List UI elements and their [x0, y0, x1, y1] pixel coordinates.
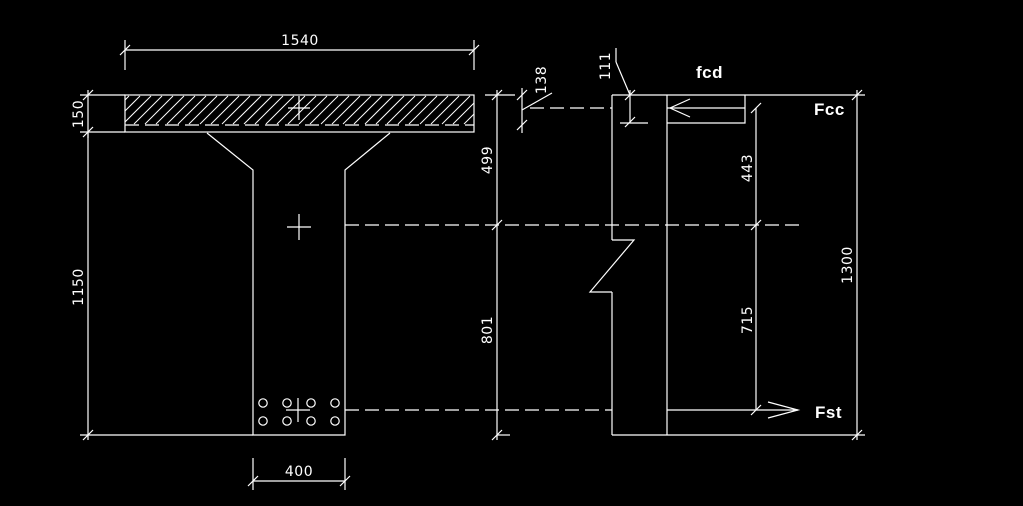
dim-total-height-text: 1300	[840, 246, 856, 284]
dim-depth-to-na-text: 499	[480, 146, 496, 174]
hatch-line	[331, 95, 361, 125]
hatch-line	[463, 113, 475, 125]
hatch-line	[133, 95, 163, 125]
dim-height-below-flange	[80, 132, 253, 441]
dim-compression-block-text: 138	[534, 66, 550, 94]
dim-flange-thickness-text: 150	[71, 100, 87, 128]
dim-top-width-text: 1540	[281, 33, 319, 49]
rebar	[258, 398, 268, 408]
hatch-line	[144, 95, 174, 125]
hatch-line	[287, 95, 317, 125]
dim-compression-block	[516, 88, 553, 133]
dim-depth-below-na-text: 801	[480, 316, 496, 344]
hatch-line	[386, 95, 416, 125]
hatch-line	[188, 95, 218, 125]
hatch-line	[309, 95, 339, 125]
rebar	[330, 398, 340, 408]
label-fcd: fcd	[696, 63, 723, 82]
rebar	[282, 416, 292, 426]
hatch-line	[243, 95, 273, 125]
fst-arrow	[667, 401, 801, 419]
hatch-line	[452, 102, 475, 125]
hatch-line	[124, 95, 152, 123]
web-outline	[206, 132, 391, 436]
dim-web-width-text: 400	[285, 464, 313, 480]
dim-top-width	[119, 40, 480, 70]
hatch-line	[276, 95, 306, 125]
hatch-line	[298, 95, 328, 125]
hatch-line	[177, 95, 207, 125]
hatch-line	[342, 95, 372, 125]
hatch-line	[320, 95, 350, 125]
hatch-line	[155, 95, 185, 125]
rebar	[330, 416, 340, 426]
hatch-line	[232, 95, 262, 125]
hatch-line	[353, 95, 383, 125]
fcc-arrow	[667, 95, 746, 124]
hatch-line	[397, 95, 427, 125]
flange-slab	[124, 94, 475, 133]
stress-diagram	[588, 48, 800, 436]
dim-height-below-flange-text: 1150	[71, 268, 87, 306]
hatch-line	[265, 95, 295, 125]
rebar	[258, 416, 268, 426]
dim-stress-block-text: 111	[598, 52, 614, 80]
dim-lever-arm	[750, 102, 762, 416]
hatch-line	[166, 95, 196, 125]
dim-neutral-axis	[485, 89, 515, 441]
flange-centroid-mark	[288, 96, 310, 120]
hatch-line	[221, 95, 251, 125]
label-fcc: Fcc	[814, 100, 845, 119]
hatch-line	[210, 95, 240, 125]
dim-lever-upper-text: 443	[740, 154, 756, 182]
hatch-line	[254, 95, 284, 125]
hatch-line	[124, 95, 141, 112]
rebar	[282, 398, 292, 408]
hatch-line	[199, 95, 229, 125]
rebar	[306, 416, 316, 426]
dim-web-width	[247, 458, 351, 490]
label-fst: Fst	[815, 403, 842, 422]
hatch-line	[441, 95, 471, 125]
hatch-line	[124, 95, 130, 101]
dim-lever-lower-text: 715	[740, 306, 756, 334]
rebar	[306, 398, 316, 408]
rebar-group	[258, 398, 340, 426]
dim-total-height	[800, 89, 865, 441]
hatch-line	[419, 95, 449, 125]
hatch-line	[408, 95, 438, 125]
section-centroid-mark	[287, 214, 311, 240]
hatch-line	[430, 95, 460, 125]
rebar-centroid-mark	[286, 398, 310, 422]
hatch-line	[375, 95, 405, 125]
hatch-line	[364, 95, 394, 125]
